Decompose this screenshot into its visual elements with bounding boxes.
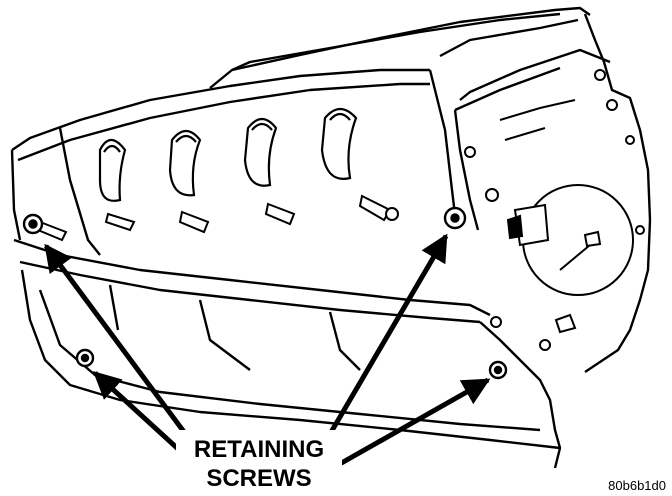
engine-block: [10, 6, 652, 373]
arrow-to-front-upper-screw: [43, 243, 193, 442]
studs: [36, 194, 399, 242]
oil-pan-rail: [13, 238, 562, 469]
figure-code: 80b6b1d0: [608, 478, 666, 493]
leader-arrows: [43, 233, 491, 477]
cylinder-ports: [98, 107, 358, 202]
end-plate-details: [464, 69, 645, 351]
arrow-to-rear-lower-screw: [320, 377, 491, 477]
arrow-to-front-lower-screw: [92, 371, 190, 460]
arrow-to-rear-upper-screw: [327, 233, 449, 436]
callout-line-2: SCREWS: [206, 465, 311, 492]
callout-bg: [176, 430, 342, 492]
retaining-screws: [22, 206, 508, 380]
callout-line-1: RETAINING: [194, 436, 324, 463]
